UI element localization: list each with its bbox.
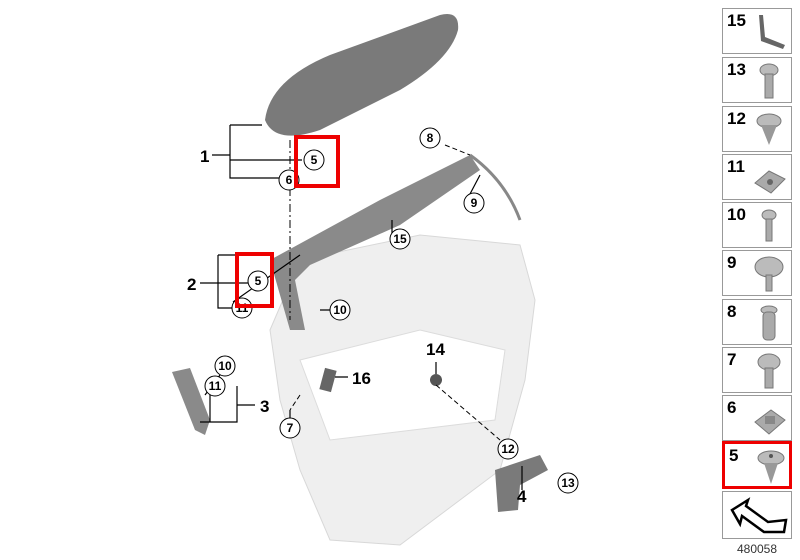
navigation-arrow-cell[interactable]	[722, 491, 792, 539]
part-15-cell[interactable]: 15	[722, 8, 792, 54]
svg-text:8: 8	[427, 131, 434, 145]
part-12-cell[interactable]: 12	[722, 106, 792, 152]
callout-7: 7	[279, 417, 301, 439]
expanding-clip-icon	[756, 113, 782, 145]
group-label-4: 4	[517, 487, 527, 506]
callouts: 5 6 5 11 8 9 15 10 10 11 7 12 13	[204, 127, 579, 494]
diagram-number: 480058	[736, 542, 778, 556]
group-label-1: 1	[200, 147, 209, 166]
svg-text:11: 11	[209, 379, 222, 393]
expanding-rivet-icon	[757, 450, 785, 484]
callout-5a: 5	[303, 149, 325, 171]
part-8-cell[interactable]: 8	[722, 299, 792, 345]
exploded-view: 1 2 3 4 14 16 5 6 5 11 8 9 15 10 10 11 7…	[172, 14, 579, 546]
svg-text:6: 6	[286, 173, 293, 187]
screw-icon	[761, 209, 777, 242]
callout-11b: 11	[204, 375, 226, 397]
svg-text:9: 9	[471, 196, 478, 210]
part-9-cell[interactable]: 9	[722, 250, 792, 296]
callout-14: 14	[426, 340, 445, 359]
callout-8: 8	[419, 127, 441, 149]
part-6-cell[interactable]: 6	[722, 395, 792, 441]
screw-icon	[757, 353, 781, 389]
screw-icon	[759, 63, 779, 99]
bracket-strip-icon	[759, 15, 785, 49]
svg-text:7: 7	[287, 421, 294, 435]
callout-13: 13	[557, 472, 579, 494]
trim-panel	[270, 155, 480, 330]
expanding-nut-icon	[760, 305, 778, 341]
part-13-cell[interactable]: 13	[722, 57, 792, 103]
arrow-icon	[730, 497, 788, 534]
svg-text:10: 10	[218, 359, 232, 373]
group-label-2: 2	[187, 275, 196, 294]
flat-head-screw-icon	[754, 256, 784, 292]
highlight-box-5b	[235, 252, 274, 308]
clip-nut-icon	[754, 170, 786, 194]
svg-text:5: 5	[311, 153, 318, 167]
part-7-cell[interactable]: 7	[722, 347, 792, 393]
callout-10a: 10	[329, 299, 351, 321]
side-trim	[172, 368, 210, 435]
svg-text:12: 12	[501, 442, 515, 456]
clip-icon	[754, 409, 786, 435]
callout-9: 9	[463, 192, 485, 214]
callout-16: 16	[352, 369, 371, 388]
callout-5b: 5	[247, 270, 269, 292]
part-5-cell[interactable]: 5	[722, 441, 792, 489]
svg-text:15: 15	[393, 232, 407, 246]
group-label-3: 3	[260, 397, 269, 416]
svg-text:13: 13	[561, 476, 575, 490]
highlight-box-5a	[294, 135, 340, 188]
callout-15: 15	[389, 228, 411, 250]
svg-text:10: 10	[333, 303, 347, 317]
part-11-cell[interactable]: 11	[722, 154, 792, 200]
part-10-cell[interactable]: 10	[722, 202, 792, 248]
spoiler	[265, 14, 459, 136]
svg-text:5: 5	[255, 274, 262, 288]
callout-12: 12	[497, 438, 519, 460]
callout-10b: 10	[214, 355, 236, 377]
